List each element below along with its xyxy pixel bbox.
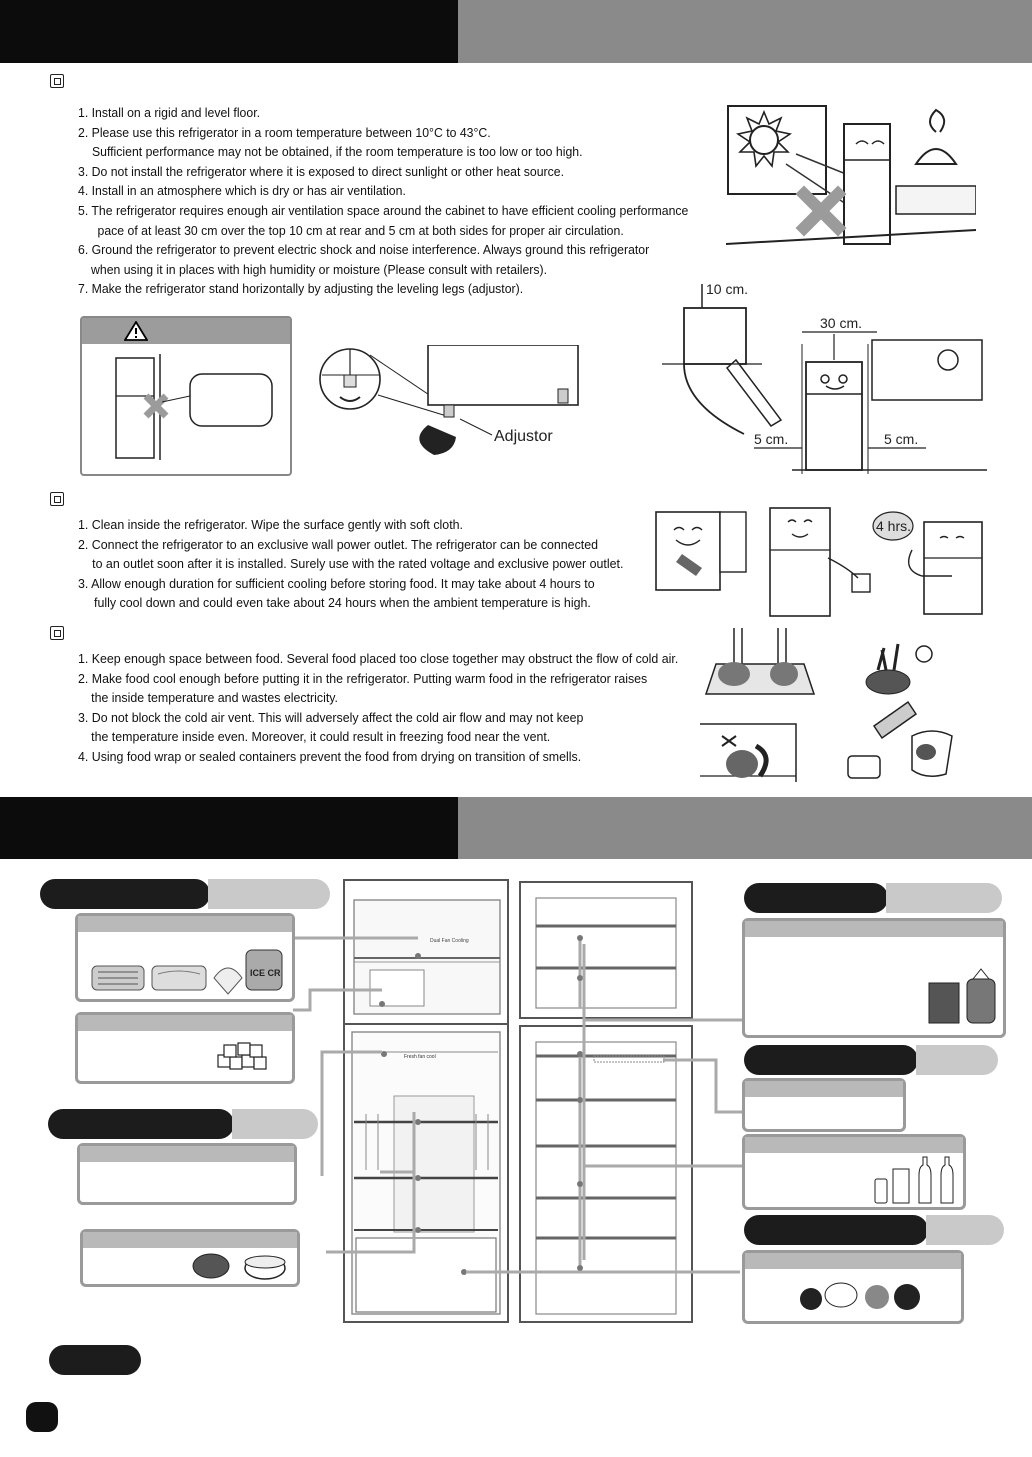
list-item: 1. Clean inside the refrigerator. Wipe t…: [78, 517, 464, 532]
adjustor-label: Adjustor: [494, 428, 553, 445]
frozen-packages-icon: [928, 968, 996, 1024]
section-bullet-icon: [50, 74, 64, 88]
egg-pocket-callout: [742, 1078, 906, 1132]
list-item: 2. Connect the refrigerator to an exclus…: [78, 536, 599, 552]
list-item: when using it in places with high humidi…: [91, 261, 547, 277]
freezer-door-pill-tail: [886, 883, 1002, 913]
adjustor-illustration: Adjustor: [319, 345, 579, 455]
note-pill: [49, 1345, 141, 1375]
before-use-instructions: 1. Clean inside the refrigerator. Wipe t…: [78, 515, 623, 613]
freezer-door-callout: [742, 918, 1006, 1038]
list-item: 1. Install on a rigid and level floor.: [78, 105, 261, 120]
clearance-right-label: 5 cm.: [884, 431, 918, 447]
list-item: 5. The refrigerator requires enough air …: [78, 202, 689, 218]
list-item: 2. Please use this refrigerator in a roo…: [78, 124, 491, 140]
callout-header: [83, 1232, 297, 1248]
storage-instructions: 1. Keep enough space between food. Sever…: [78, 649, 678, 767]
list-item: the temperature inside even. Moreover, i…: [91, 729, 551, 745]
fridge-section-pill-tail: [232, 1109, 318, 1139]
vegetable-crisper-callout: [742, 1250, 964, 1324]
freezer-door-pill: [744, 883, 888, 913]
callout-header: [78, 1015, 292, 1031]
hours-badge: 4 hrs.: [876, 518, 911, 534]
ice-tray-callout: [75, 1012, 295, 1084]
fridge-door-pill: [744, 1045, 918, 1075]
page-number-badge: [26, 1402, 58, 1432]
clearance-top-label: 30 cm.: [820, 315, 862, 331]
header-bar-left-2: [0, 797, 458, 859]
chilled-room-callout: [80, 1229, 300, 1287]
before-use-illustration: 4 hrs.: [655, 507, 983, 617]
fresh-panel-label: Fresh fan cool: [404, 1054, 436, 1060]
list-item: 6. Ground the refrigerator to prevent el…: [78, 242, 650, 258]
no-wall-contact-illustration: [115, 354, 273, 460]
crisper-pill: [744, 1215, 928, 1245]
freezer-section-pill-tail: [208, 879, 330, 909]
list-item: 7. Make the refrigerator stand horizonta…: [78, 281, 524, 297]
list-item: to an outlet soon after it is installed.…: [92, 556, 624, 572]
clearance-rear-label: 10 cm.: [706, 281, 748, 297]
list-item: pace of at least 30 cm over the top 10 c…: [97, 222, 624, 238]
frozen-food-icons: ICE CR: [91, 949, 283, 995]
door-bottle-callout: [742, 1134, 966, 1210]
list-item: 3. Do not block the cold air vent. This …: [78, 709, 584, 725]
callout-header: [745, 1081, 903, 1097]
food-dish-icons: [192, 1253, 286, 1280]
section-bullet-icon: [50, 626, 64, 640]
crisper-pill-tail: [926, 1215, 1004, 1245]
warning-triangle-icon: [124, 321, 148, 341]
clearance-illustration: 10 cm. 30 cm. 5 cm. 5 cm.: [662, 281, 987, 474]
callout-header: [745, 1137, 963, 1153]
callout-header: [78, 916, 292, 932]
fridge-door-pill-tail: [916, 1045, 998, 1075]
ice-cubes-icon: [217, 1042, 267, 1070]
section-bullet-icon: [50, 492, 64, 506]
refrigerator-diagram: Dual Fan Cooling Fresh fan cool: [343, 879, 693, 1323]
header-bar-right-2: [458, 797, 1032, 859]
ice-cream-label: ICE CR: [250, 968, 281, 978]
list-item: 3. Do not install the refrigerator where…: [78, 163, 565, 179]
clearance-left-label: 5 cm.: [754, 431, 788, 447]
freezer-section-pill: [40, 879, 210, 909]
sunlight-warning-illustration: [726, 105, 976, 245]
callout-header: [745, 921, 1003, 937]
bottles-icon: [874, 1156, 954, 1204]
callout-header: [745, 1253, 961, 1269]
header-bar-right: [458, 0, 1032, 63]
install-instructions: 1. Install on a rigid and level floor. 2…: [78, 103, 688, 299]
vegetables-icon: [800, 1282, 920, 1310]
list-item: 1. Keep enough space between food. Sever…: [78, 651, 679, 666]
list-item: the inside temperature and wastes electr…: [91, 690, 339, 706]
fridge-shelf-callout: [77, 1143, 297, 1205]
caution-header: [82, 318, 290, 344]
list-item: 2. Make food cool enough before putting …: [78, 670, 648, 686]
list-item: 4. Using food wrap or sealed containers …: [78, 748, 582, 764]
list-item: 3. Allow enough duration for sufficient …: [78, 575, 595, 591]
list-item: fully cool down and could even take abou…: [94, 595, 591, 611]
header-bar-left: [0, 0, 458, 63]
callout-header: [80, 1146, 294, 1162]
list-item: Sufficient performance may not be obtain…: [91, 144, 583, 160]
caution-box: [80, 316, 292, 476]
freezer-panel-label: Dual Fan Cooling: [430, 938, 469, 944]
fridge-section-pill: [48, 1109, 234, 1139]
freezer-shelf-callout: ICE CR: [75, 913, 295, 1002]
storage-tips-illustration: [700, 628, 953, 782]
list-item: 4. Install in an atmosphere which is dry…: [78, 183, 406, 199]
